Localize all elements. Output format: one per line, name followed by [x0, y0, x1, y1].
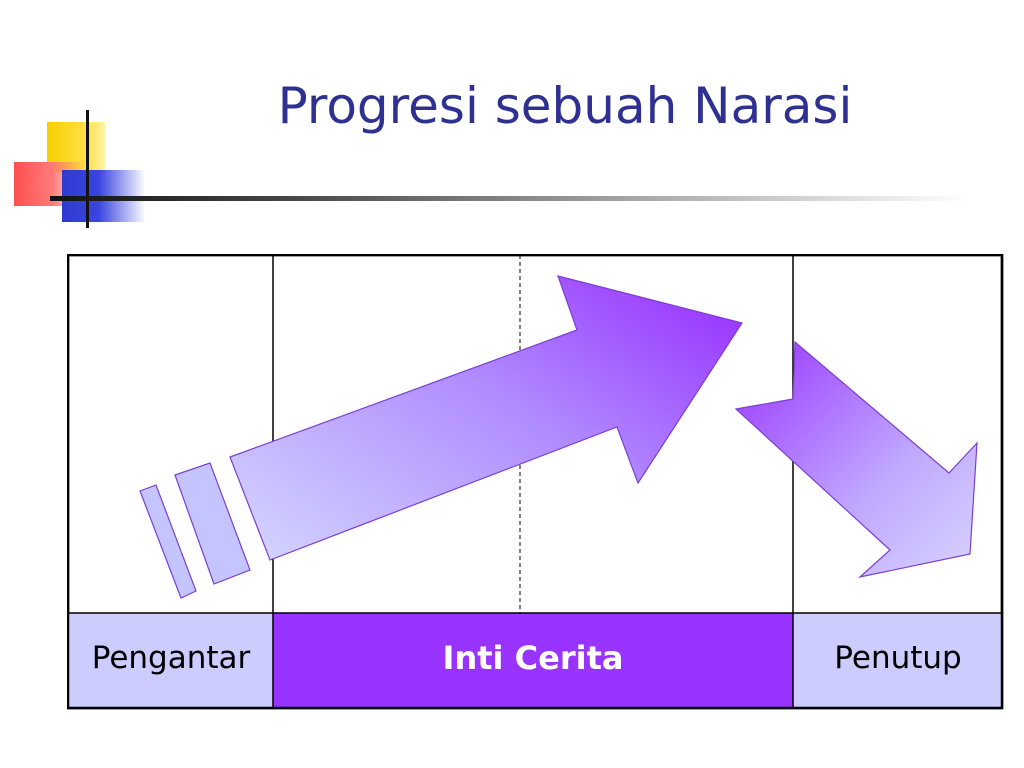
rising-arrow	[229, 275, 743, 561]
title-rule	[50, 196, 970, 201]
cell-inti-cerita	[273, 613, 793, 708]
cell-pengantar	[68, 613, 273, 708]
label-penutup: Penutup	[834, 640, 962, 676]
narrative-diagram: Pengantar Inti Cerita Penutup	[67, 254, 1004, 710]
slide-title: Progresi sebuah Narasi	[277, 77, 853, 135]
logo-vertical-line	[86, 110, 89, 228]
label-inti-cerita: Inti Cerita	[442, 639, 624, 677]
diagram-svg	[67, 254, 1004, 710]
diagram-frame-outline	[67, 254, 1004, 710]
tail-stripe-1	[139, 484, 197, 599]
label-pengantar: Pengantar	[91, 640, 251, 676]
cell-penutup	[793, 613, 1002, 708]
tail-stripe-2	[174, 462, 251, 585]
falling-arrow	[734, 340, 978, 579]
